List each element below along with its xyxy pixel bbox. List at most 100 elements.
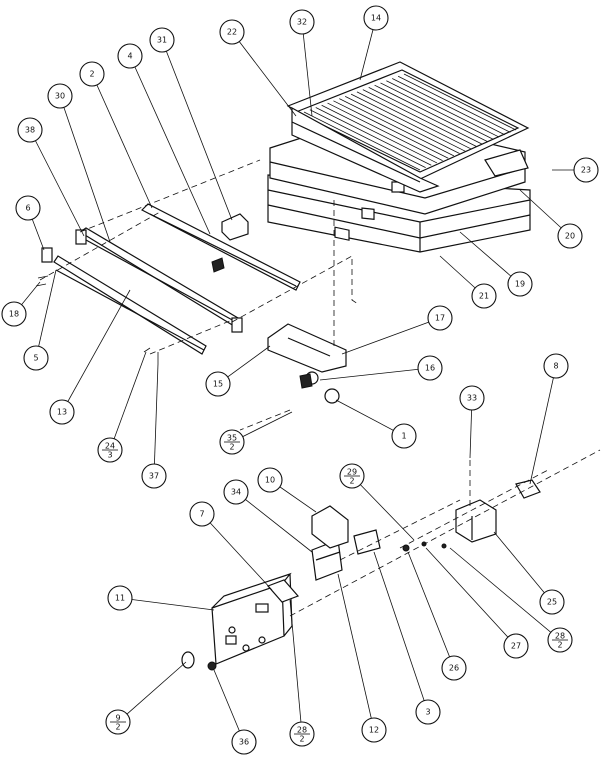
callout-circle (459, 385, 485, 411)
leader-line-c4 (129, 55, 211, 235)
callout-number: 36 (239, 738, 249, 747)
grille-slat (350, 93, 466, 152)
callout-number: 12 (369, 726, 379, 735)
callout-c5: 5 (23, 345, 49, 371)
callout-number: 13 (57, 408, 67, 417)
leader-line-c32 (301, 21, 313, 117)
leader-line-c16 (319, 367, 431, 381)
leader-line-c26 (407, 551, 455, 669)
leader-line-c8 (529, 365, 557, 485)
callout-quantity: 2 (557, 641, 562, 650)
callout-circle (47, 83, 73, 109)
callout-circle (117, 43, 143, 69)
callout-number: 35 (227, 434, 237, 443)
callout-c28b: 282 (289, 721, 315, 747)
callout-c21: 21 (471, 283, 497, 309)
callout-c2: 2 (79, 61, 105, 87)
callout-number: 11 (115, 594, 125, 603)
callout-c7: 7 (189, 501, 215, 527)
callout-c22: 22 (219, 19, 245, 45)
callout-number: 18 (9, 310, 19, 319)
grille-slat (344, 95, 460, 154)
callout-circle (471, 283, 497, 309)
callout-number: 33 (467, 394, 477, 403)
callout-circle (17, 117, 43, 143)
callout-c34: 34 (223, 479, 249, 505)
leader-lines (13, 17, 586, 743)
callout-c33: 33 (459, 385, 485, 411)
callout-c1: 1 (391, 423, 417, 449)
callout-c24: 243 (97, 437, 123, 463)
leader-line-c9 (117, 661, 187, 723)
leader-line-c28a (449, 547, 561, 641)
callout-c8: 8 (543, 353, 569, 379)
callout-number: 16 (425, 364, 435, 373)
callout-number: 31 (157, 36, 167, 45)
leader-line-c24 (109, 351, 147, 451)
grille-slat (356, 91, 472, 150)
callout-number: 5 (33, 354, 38, 363)
callout-number: 8 (553, 362, 558, 371)
grille-slat (403, 73, 517, 131)
part-callouts: 1432223142303861851324337232019211716151… (1, 5, 599, 755)
callout-c4: 4 (117, 43, 143, 69)
leader-line-c17 (341, 317, 441, 355)
callout-number: 7 (199, 510, 204, 519)
leader-line-c25 (493, 531, 553, 603)
callout-circle (79, 61, 105, 87)
callout-c27: 27 (503, 633, 529, 659)
callout-number: 6 (25, 204, 30, 213)
callout-c14: 14 (363, 5, 389, 31)
leader-line-c19 (459, 231, 521, 285)
callout-number: 15 (213, 380, 223, 389)
callout-circle (141, 463, 167, 489)
callout-circle (1, 301, 27, 327)
leader-line-c34 (235, 491, 313, 553)
callout-c23: 23 (573, 157, 599, 183)
grille-slat (327, 102, 443, 161)
callout-c13: 13 (49, 399, 75, 425)
leader-line-c36 (213, 669, 245, 743)
callout-number: 9 (115, 714, 120, 723)
callout-number: 28 (297, 726, 307, 735)
callout-c15: 15 (205, 371, 231, 397)
grille-slat (380, 82, 494, 140)
callout-circle (289, 9, 315, 35)
callout-circle (231, 729, 257, 755)
callout-circle (49, 399, 75, 425)
leader-line-c30 (59, 95, 111, 243)
grille-slat (392, 78, 505, 136)
leader-line-c11 (119, 597, 215, 611)
assembly-guide-lines (39, 159, 601, 617)
callout-circle (107, 585, 133, 611)
callout-number: 21 (479, 292, 489, 301)
callout-c12: 12 (361, 717, 387, 743)
callout-circle (363, 5, 389, 31)
leader-line-c3 (373, 551, 429, 713)
callout-circle (503, 633, 529, 659)
callout-number: 22 (227, 28, 237, 37)
callout-c36: 36 (231, 729, 257, 755)
callout-c38: 38 (17, 117, 43, 143)
grille-slat (386, 80, 500, 138)
leader-line-c5 (35, 269, 57, 359)
callout-circle (219, 19, 245, 45)
callout-c19: 19 (507, 271, 533, 297)
callout-number: 3 (425, 708, 430, 717)
callout-quantity: 2 (299, 735, 304, 744)
callout-circle (417, 355, 443, 381)
callout-circle (23, 345, 49, 371)
leader-line-c13 (61, 289, 131, 413)
callout-circle (391, 423, 417, 449)
callout-circle (427, 305, 453, 331)
callout-c28a: 282 (547, 627, 573, 653)
callout-circle (543, 353, 569, 379)
callout-number: 23 (581, 166, 591, 175)
leader-line-c27 (425, 547, 517, 647)
callout-c26: 26 (441, 655, 467, 681)
callout-circle (539, 589, 565, 615)
callout-c32: 32 (289, 9, 315, 35)
callout-circle (415, 699, 441, 725)
